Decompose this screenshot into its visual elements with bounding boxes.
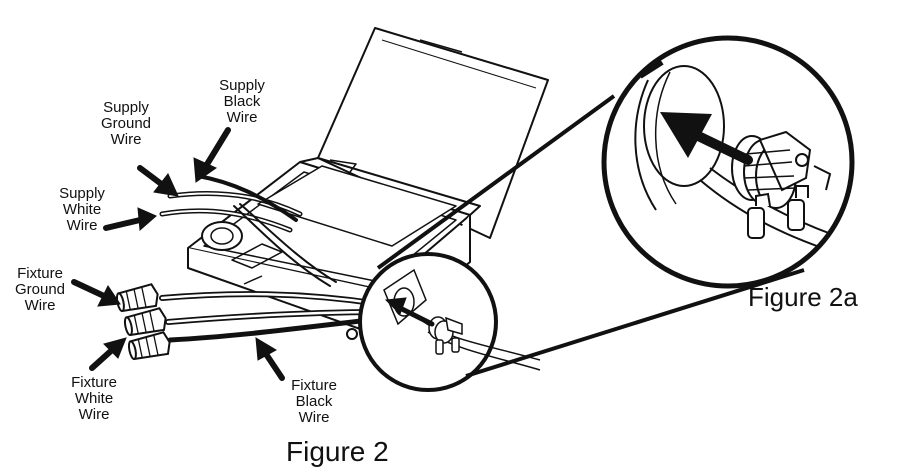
wire-nut-icon [115, 283, 171, 361]
label-supply-white-wire: Supply White Wire [59, 185, 105, 234]
label-supply-ground-wire: Supply Ground Wire [100, 99, 152, 148]
label-fixture-ground-wire: Fixture Ground Wire [14, 265, 66, 314]
figure-2a-caption: Figure 2a [748, 282, 858, 312]
zoom-lines [376, 94, 805, 378]
label-fixture-white-wire: Fixture White Wire [71, 374, 117, 423]
label-fixture-black-wire: Fixture Black Wire [291, 377, 337, 426]
arrow-icon [685, 127, 753, 165]
zoom-circle [601, 35, 855, 289]
arrow-icon [71, 127, 285, 381]
label-supply-black-wire: Supply Black Wire [219, 77, 265, 126]
figure-2-caption: Figure 2 [286, 436, 389, 467]
fixture-wires [159, 291, 391, 343]
supply-wires [159, 174, 337, 287]
detail-circle [358, 252, 541, 392]
arrow-icon [397, 305, 435, 327]
